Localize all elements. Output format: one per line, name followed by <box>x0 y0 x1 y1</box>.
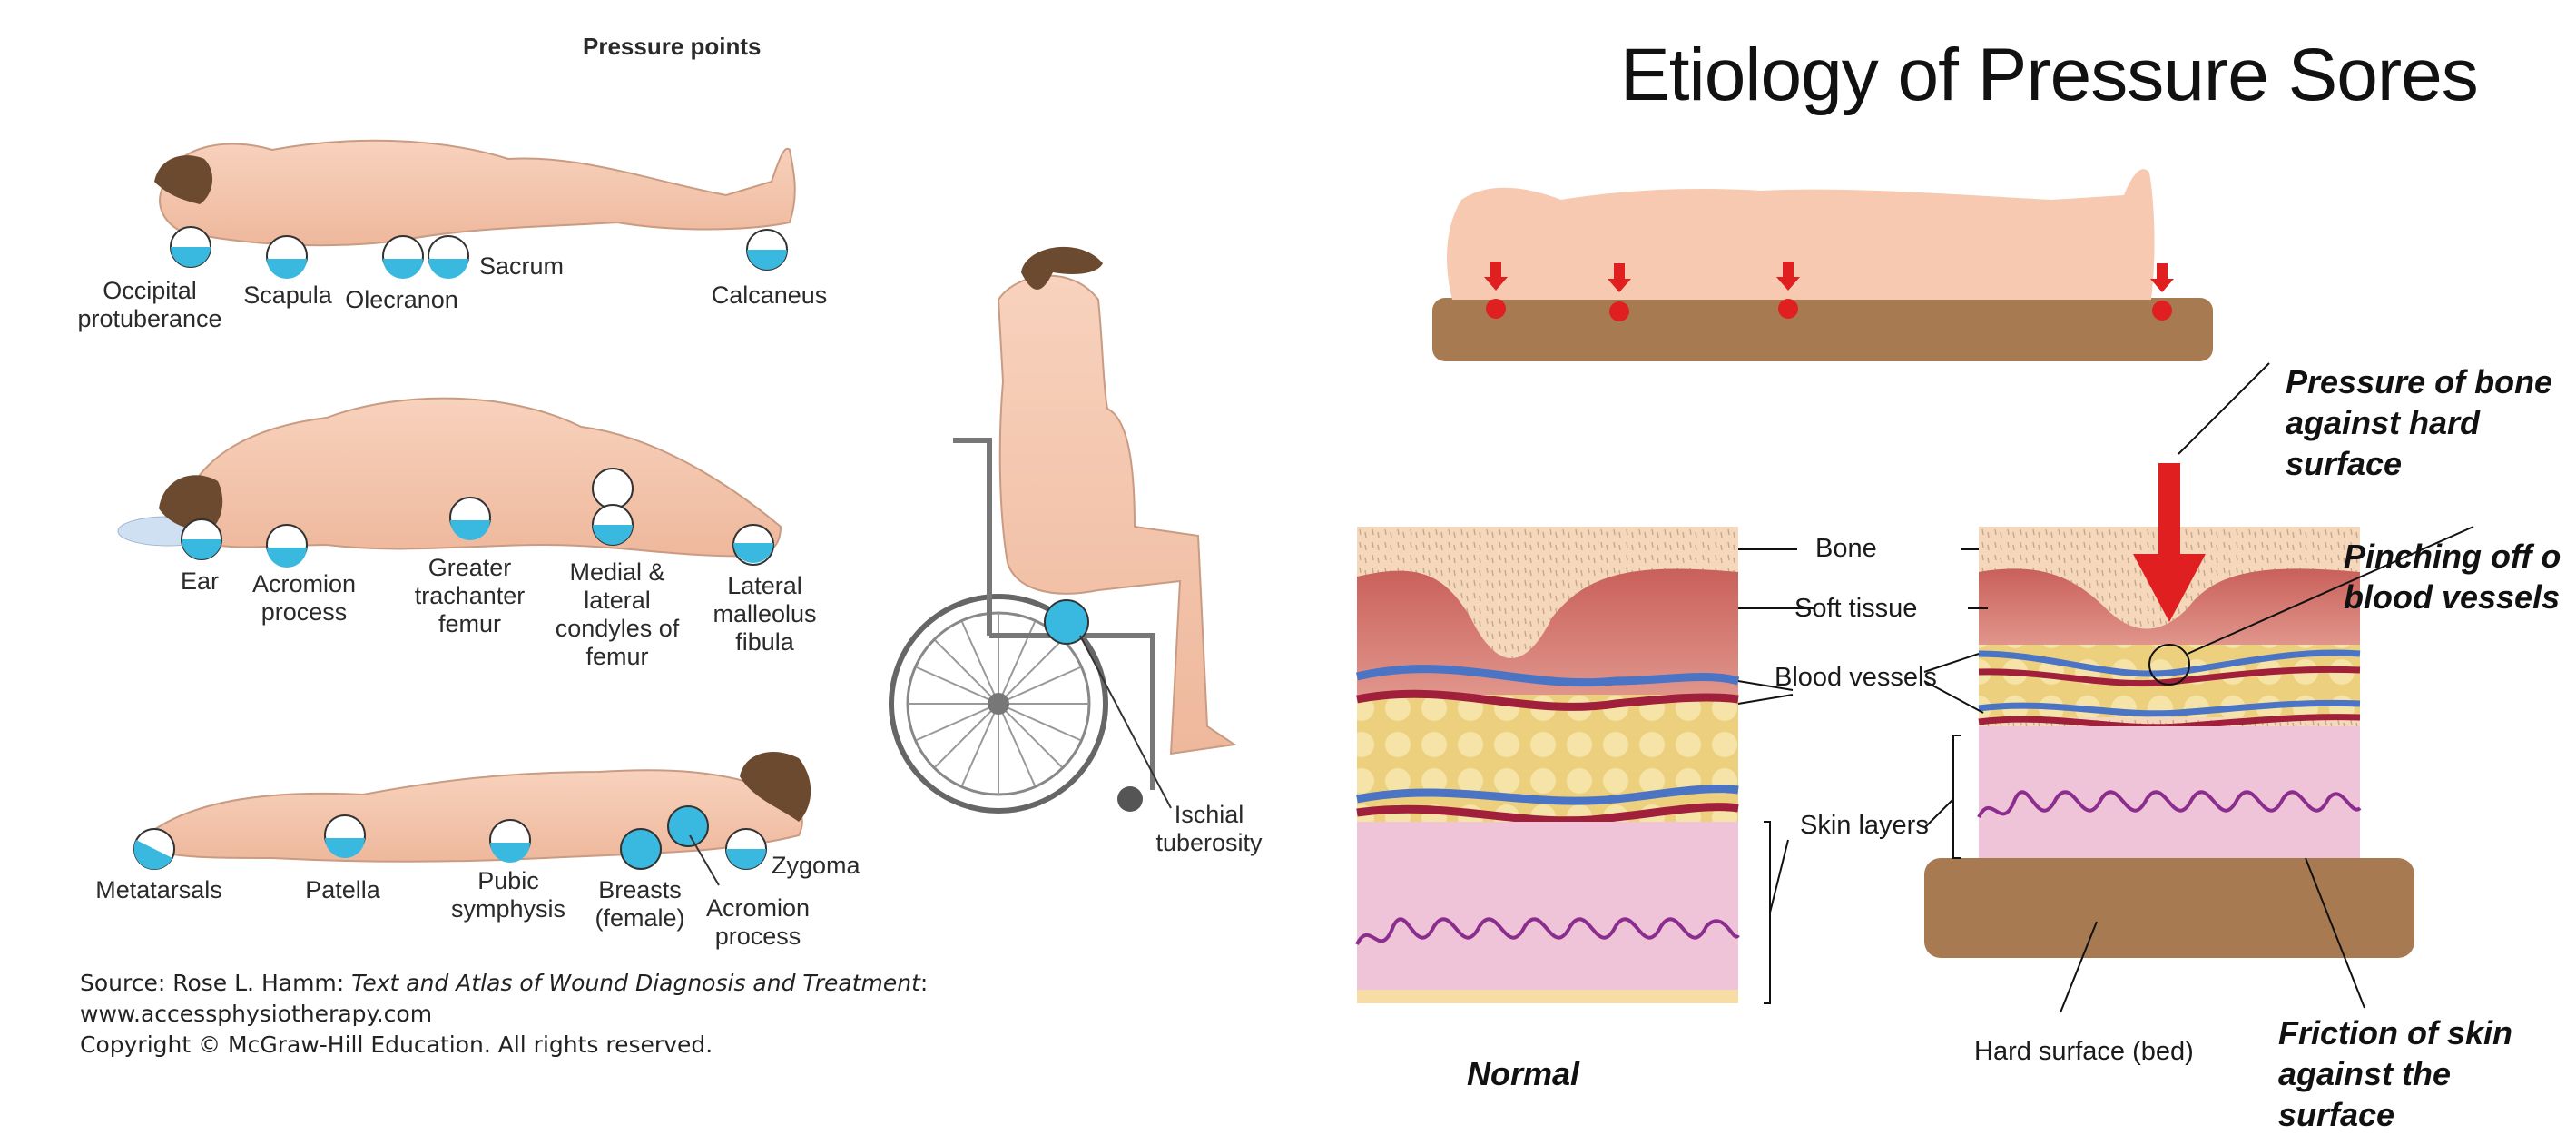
bed-silhouette <box>1432 169 2213 361</box>
label-metatarsals: Metatarsals <box>91 876 227 904</box>
prone-figure <box>136 752 811 862</box>
compressed-tissue-block <box>1924 463 2414 958</box>
label-calcaneus: Calcaneus <box>708 281 831 310</box>
source-citation: Source: Rose L. Hamm: Text and Atlas of … <box>80 968 928 1060</box>
label-zygoma: Zygoma <box>772 852 860 880</box>
label-lateral-malleolus: Lateral malleolus fibula <box>708 572 821 656</box>
label-ischial-tuberosity: Ischial tuberosity <box>1145 801 1273 857</box>
label-greater-trochanter: Greater trachanter femur <box>408 554 531 638</box>
label-acromion-process-side: Acromion process <box>245 570 363 627</box>
source-line: Source: Rose L. Hamm: Text and Atlas of … <box>80 968 928 999</box>
label-acromion-process-prone: Acromion process <box>699 894 817 951</box>
label-ear: Ear <box>177 568 222 596</box>
supine-figure <box>154 141 795 245</box>
label-occipital-protuberance: Occipital protuberance <box>73 277 227 333</box>
label-bone: Bone <box>1815 534 1877 564</box>
note-pressure-of-bone: Pressure of bone against hard surface <box>2286 361 2576 484</box>
label-medial-lateral-condyles: Medial & lateral condyles of femur <box>549 558 685 671</box>
label-pubic-symphysis: Pubic symphysis <box>445 867 572 923</box>
label-hard-surface: Hard surface (bed) <box>1974 1037 2194 1067</box>
copyright: Copyright © McGraw-Hill Education. All r… <box>80 1030 928 1061</box>
source-title: Text and Atlas of Wound Diagnosis and Tr… <box>351 970 920 996</box>
note-pinching-blood-vessels: Pinching off o blood vessels <box>2344 536 2561 617</box>
label-sacrum: Sacrum <box>479 252 564 281</box>
label-breasts-female: Breasts (female) <box>590 876 690 933</box>
label-patella: Patella <box>295 876 390 904</box>
label-blood-vessels: Blood vessels <box>1775 663 1937 693</box>
normal-tissue-block <box>1357 527 1738 1003</box>
note-normal: Normal <box>1467 1053 1579 1094</box>
wheelchair-figure <box>891 247 1234 812</box>
label-olecranon: Olecranon <box>340 286 463 314</box>
pressure-points-illustration <box>0 0 1289 962</box>
source-url: www.accessphysiotherapy.com <box>80 999 928 1030</box>
label-soft-tissue: Soft tissue <box>1794 594 1917 624</box>
note-friction-of-skin: Friction of skin against the surface <box>2278 1012 2576 1135</box>
source-prefix: Source: Rose L. Hamm: <box>80 970 351 996</box>
label-skin-layers: Skin layers <box>1800 811 1929 841</box>
label-scapula: Scapula <box>238 281 338 310</box>
etiology-title: Etiology of Pressure Sores <box>1620 33 2478 118</box>
source-suffix: : <box>920 970 928 996</box>
